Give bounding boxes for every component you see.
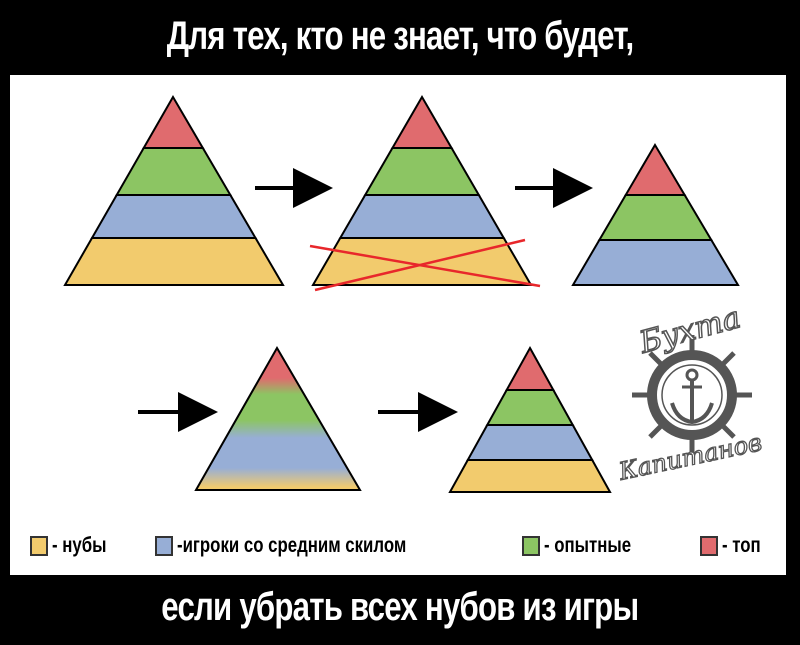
pyramid-band bbox=[90, 194, 258, 239]
legend-top: - топ bbox=[700, 534, 770, 558]
pyramid-band bbox=[448, 459, 612, 493]
pyramid-crossed bbox=[311, 95, 533, 286]
cross-out-mark bbox=[309, 238, 541, 292]
legend-label: - топ bbox=[722, 534, 761, 557]
legend-swatch bbox=[30, 536, 48, 556]
header-text: Для тех, кто не знает, что будет, bbox=[166, 14, 634, 58]
logo-anchor-ship-wheel-icon bbox=[632, 335, 752, 455]
legend-label: - нубы bbox=[52, 534, 107, 557]
legend-average: -игроки со средним скилом bbox=[155, 534, 464, 558]
cross-line-1 bbox=[309, 244, 541, 288]
legend-noobs: - нубы bbox=[30, 534, 120, 558]
legend-swatch bbox=[700, 536, 718, 556]
pyramid-band bbox=[338, 194, 506, 239]
footer-text: если убрать всех нубов из игры bbox=[161, 585, 639, 629]
legend-experienced: - опытные bbox=[522, 534, 653, 558]
pyramid-band bbox=[571, 239, 740, 286]
cross-line-2 bbox=[314, 238, 526, 292]
pyramid-band bbox=[466, 424, 594, 461]
footer-caption: если убрать всех нубов из игры bbox=[0, 585, 800, 630]
legend-label: -игроки со средним скилом bbox=[177, 534, 407, 557]
header-caption: Для тех, кто не знает, что будет, bbox=[0, 14, 800, 59]
pyramid-band bbox=[63, 237, 285, 286]
pyramid-full bbox=[63, 95, 285, 286]
pyramid-without-noobs bbox=[571, 143, 740, 286]
legend-swatch bbox=[155, 536, 173, 556]
legend-label: - опытные bbox=[544, 534, 632, 557]
pyramid-rebuilt bbox=[448, 345, 612, 493]
pyramid-blended-outline bbox=[194, 346, 362, 491]
legend-swatch bbox=[522, 536, 540, 556]
